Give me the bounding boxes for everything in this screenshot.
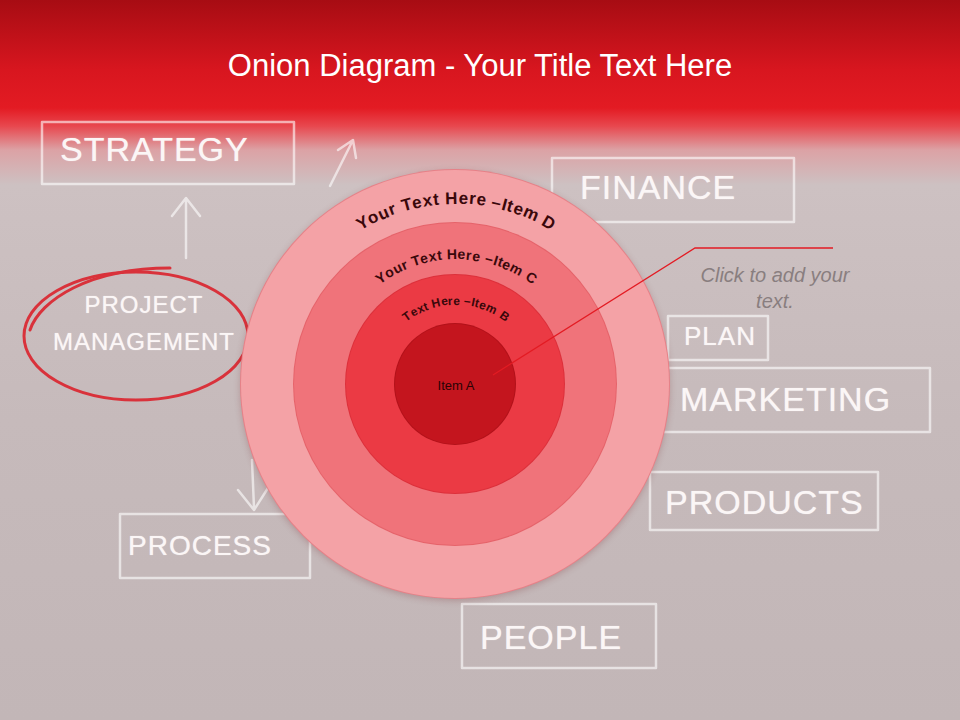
chalk-word: MARKETING [680, 380, 891, 419]
chalk-word: PROCESS [128, 530, 272, 562]
callout-text: Click to add your text. [700, 262, 850, 314]
arc-letter: H [445, 189, 458, 209]
chalk-word: PLAN [684, 322, 756, 352]
onion-ring: Your Text Here –Item DYour Text Here –It… [240, 169, 670, 599]
arc-letter: r [447, 294, 453, 308]
onion-ring: Your Text Here –Item CText Here –Item B I… [293, 222, 617, 546]
arc-letter: e [440, 294, 449, 309]
chalk-word: PROJECT MANAGEMENT [48, 286, 240, 360]
arc-letter: e [458, 189, 469, 209]
arc-letter: e [457, 246, 466, 263]
chalk-word: FINANCE [580, 168, 736, 207]
ring-label: Your Text Here –Item C [367, 238, 545, 294]
arc-letter: e [453, 294, 460, 308]
arc-letter: B [497, 308, 512, 325]
ring-label: Your Text Here –Item D [345, 179, 567, 243]
arc-letter: D [538, 212, 559, 236]
onion-ring: Item A [394, 323, 516, 445]
arc-letter: C [521, 268, 539, 288]
arc-letter: t [432, 190, 440, 211]
arc-letter: e [471, 247, 482, 265]
onion-ring: Text Here –Item B Item A [345, 274, 565, 494]
arc-letter: t [436, 247, 443, 265]
arc-letter: e [475, 190, 488, 211]
chalk-word: STRATEGY [60, 130, 249, 169]
core-label: Item A [438, 378, 475, 393]
chalk-word: PRODUCTS [665, 483, 864, 522]
chalk-word: PEOPLE [480, 618, 622, 657]
arc-letter [438, 189, 445, 209]
arc-letter: H [447, 246, 458, 263]
arc-letter [442, 246, 448, 263]
ring-label: Text Here –Item B [395, 286, 516, 329]
slide-title: Onion Diagram - Your Title Text Here [0, 48, 960, 84]
